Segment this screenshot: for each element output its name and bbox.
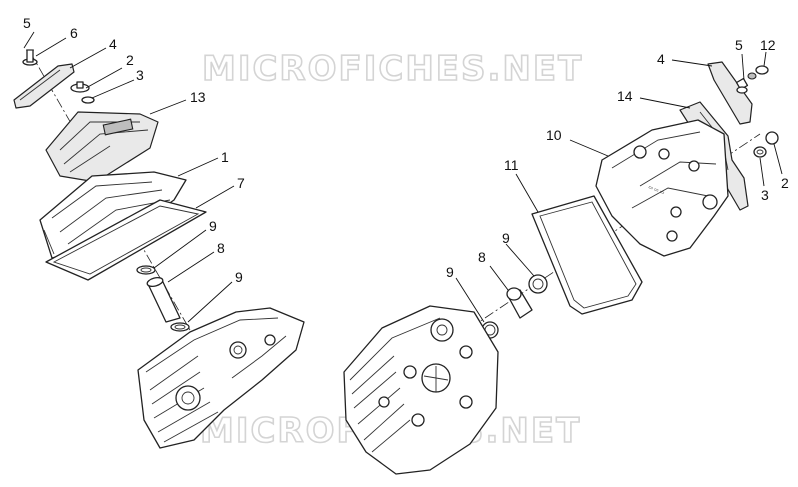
callout-right-2: 2 — [781, 175, 789, 191]
callout-right-14: 14 — [617, 88, 633, 104]
left-gasket-part-7 — [45, 199, 207, 281]
right-cover-clip-part-4 — [707, 61, 753, 125]
left-cover-clip-part-4 — [13, 63, 75, 109]
callout-left-8: 8 — [217, 240, 225, 256]
right-valve-cover-part-10: ▭ ▭ ▭ — [595, 119, 729, 257]
callout-right-11: 11 — [504, 157, 519, 173]
right-oring-upper-part-9 — [528, 274, 548, 294]
watermark-top: MICROFICHES.NET — [202, 49, 583, 89]
callout-left-6: 6 — [70, 25, 78, 41]
callout-left-7: 7 — [237, 175, 245, 191]
callout-left-4: 4 — [109, 36, 117, 52]
callout-right-12: 12 — [760, 37, 776, 53]
callout-right-4: 4 — [657, 51, 665, 67]
callout-right-9-lower: 9 — [446, 264, 454, 280]
left-oring-lower-part-9 — [170, 322, 190, 332]
right-cylinder-head — [343, 305, 499, 475]
right-tube-part-8 — [506, 287, 533, 319]
left-upper-cover-part-13 — [45, 111, 159, 183]
left-screw-part-6 — [22, 49, 38, 66]
callout-left-9-lower: 9 — [235, 269, 243, 285]
callout-right-5: 5 — [735, 37, 743, 53]
callout-right-10: 10 — [546, 127, 562, 143]
left-tube-part-8 — [146, 276, 181, 323]
left-oring-upper-part-9 — [136, 265, 156, 275]
right-screw-part-5 — [735, 77, 749, 94]
callout-left-2: 2 — [126, 52, 134, 68]
left-cylinder-head — [137, 307, 305, 449]
right-gasket-part-11 — [531, 195, 643, 315]
right-cap-part-2 — [753, 131, 779, 158]
right-cap-part-12 — [747, 65, 769, 80]
callout-left-5: 5 — [23, 15, 31, 31]
callout-left-13: 13 — [190, 89, 206, 105]
callout-right-9-upper: 9 — [502, 230, 510, 246]
callout-left-9-upper: 9 — [209, 218, 217, 234]
left-assembly: 5 6 4 2 3 13 1 7 9 8 9 — [13, 15, 305, 449]
callout-right-8: 8 — [478, 249, 486, 265]
callout-left-1: 1 — [221, 149, 229, 165]
callout-left-3: 3 — [136, 67, 144, 83]
left-bolt-part-2 — [70, 81, 95, 104]
right-assembly: ▭ ▭ ▭ — [343, 37, 789, 475]
callout-right-3: 3 — [761, 187, 769, 203]
